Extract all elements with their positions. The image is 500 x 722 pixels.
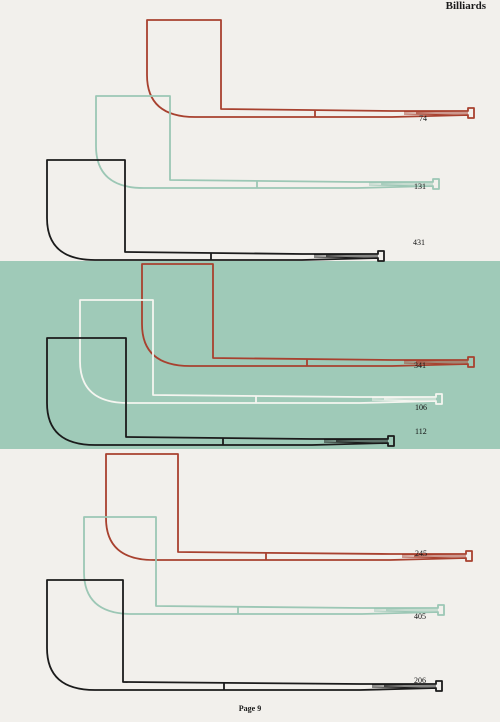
pipe-outline <box>83 516 445 616</box>
pipe-drawing: 431 <box>46 159 425 262</box>
stem-airway-lines <box>323 438 389 444</box>
model-number: 245 <box>415 549 427 558</box>
model-number: 431 <box>413 238 425 247</box>
pipe-outline <box>105 453 473 562</box>
model-number: 112 <box>415 427 427 436</box>
pipe-outline <box>141 263 475 368</box>
pipe-outline <box>46 337 395 447</box>
pipe-outline <box>146 19 475 119</box>
pipe-drawing: 245 <box>105 453 473 562</box>
pipe-outline <box>46 579 443 692</box>
pipe-outline <box>46 159 385 262</box>
page-number: Page 9 <box>238 704 262 713</box>
stem-airway-lines <box>373 607 439 613</box>
stem-airway-lines <box>313 253 379 259</box>
stem-airway-lines <box>371 396 437 402</box>
model-number: 405 <box>414 612 426 621</box>
pipe-drawing: 106 <box>79 299 443 412</box>
stem-airway-lines <box>401 553 467 559</box>
model-number: 206 <box>414 676 426 685</box>
pipe-drawing: 74 <box>146 19 475 123</box>
model-number: 106 <box>415 403 427 412</box>
pipe-drawing: 405 <box>83 516 445 621</box>
stem-airway-lines <box>403 359 469 365</box>
model-number: 74 <box>419 114 427 123</box>
model-number: 341 <box>414 361 426 370</box>
pipe-drawing: 112 <box>46 337 427 447</box>
pipe-drawing: 341 <box>141 263 475 370</box>
pipe-drawing: 131 <box>95 95 440 191</box>
model-number: 131 <box>414 182 426 191</box>
green-band <box>0 261 500 449</box>
page-title: Billiards <box>445 0 486 12</box>
pipe-outline <box>79 299 443 405</box>
pipe-drawing: 206 <box>46 579 443 692</box>
stem-airway-lines <box>403 110 469 116</box>
stem-airway-lines <box>371 683 437 689</box>
stem-airway-lines <box>368 181 434 187</box>
